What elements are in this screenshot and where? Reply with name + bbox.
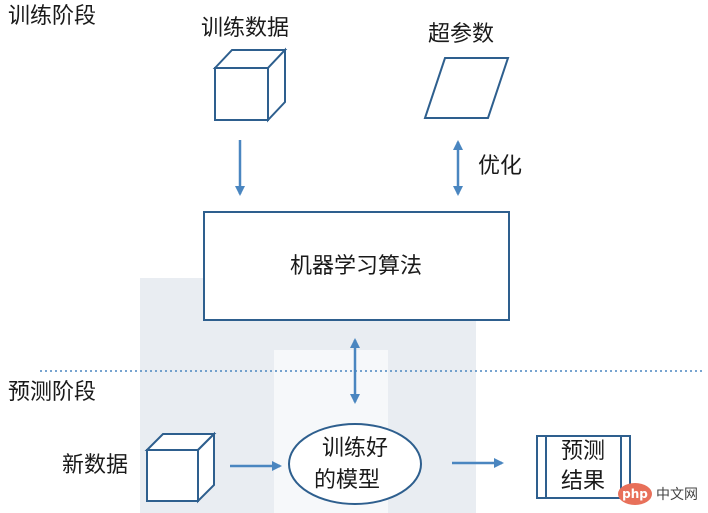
- result-label-line2: 结果: [561, 469, 606, 494]
- training-data-label: 训练数据: [201, 16, 290, 41]
- ml-algorithm-label: 机器学习算法: [290, 254, 423, 279]
- trained-model-label-line2: 的模型: [314, 468, 381, 493]
- trained-model-label-line1: 训练好: [322, 436, 389, 461]
- optimize-label: 优化: [478, 154, 523, 179]
- hyperparameters-shape: [423, 57, 510, 119]
- watermark-badge: php 中文网: [618, 483, 698, 505]
- ml-algorithm-box: [203, 211, 510, 321]
- hyperparameters-label: 超参数: [428, 22, 495, 47]
- result-label-line1: 预测: [561, 439, 606, 464]
- trained-model-ellipse: [288, 423, 422, 505]
- prediction-stage-label: 预测阶段: [8, 380, 97, 405]
- watermark-site-text: 中文网: [656, 487, 698, 503]
- prediction-result-box: [536, 435, 631, 499]
- new-data-cube-icon: [144, 431, 217, 504]
- new-data-label: 新数据: [62, 453, 129, 478]
- training-data-cube-icon: [212, 47, 288, 123]
- training-stage-label: 训练阶段: [8, 4, 97, 29]
- php-logo: php: [618, 483, 652, 505]
